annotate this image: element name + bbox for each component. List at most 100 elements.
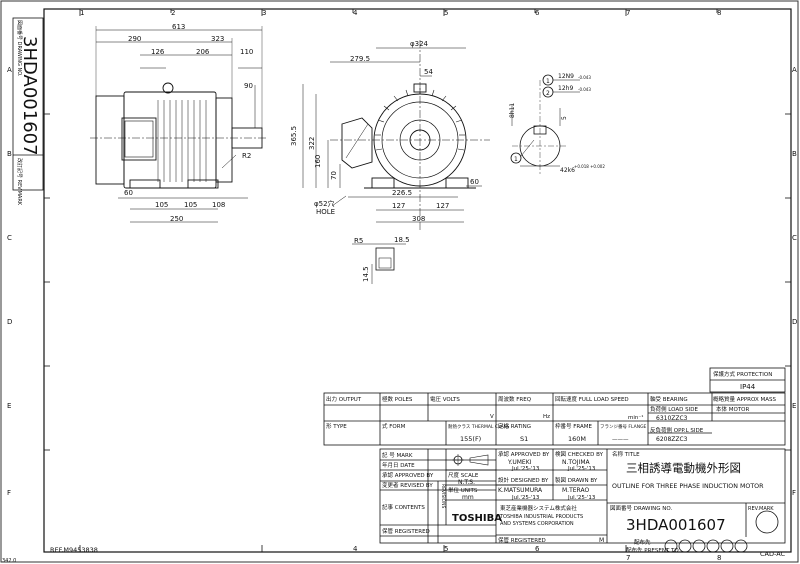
vertical-no-label: 図面番号 DRAWING NO. (16, 20, 23, 77)
dim-127-b: 127 (436, 202, 449, 210)
thermal-label: 耐熱クラス THERMAL CLASS (448, 423, 510, 430)
drawing-no-label: 図面番号 DRAWING NO. (610, 505, 672, 512)
row-label-a-right: A (792, 66, 797, 74)
toshiba-logo: TOSHIBA (452, 513, 502, 524)
vertical-rev-label: 改訂記号 REV.MARK (16, 158, 23, 206)
load-side-label: 負荷側 LOAD SIDE (650, 405, 698, 413)
date-label: 年月日 DATE (382, 461, 415, 469)
scale-value: N.T.S. (458, 479, 475, 486)
drawn-label: 製図 DRAWN BY (555, 476, 598, 484)
checked-by-name: N.TOJIMA (562, 459, 590, 466)
dim-290: 290 (128, 35, 141, 43)
col-label-5b: 5 (444, 545, 448, 553)
present-to-circles (664, 539, 748, 553)
callout-1-top (542, 74, 554, 86)
row-label-e: E (7, 402, 11, 410)
present-to-label: 配布先 PRESENT TO (626, 546, 679, 554)
col-label-1: 1 (80, 9, 84, 17)
units-value: mm (462, 494, 474, 501)
row-label-c-right: C (792, 234, 797, 242)
checked-by-date: Jul.'25-'13 (567, 466, 596, 472)
col-label-6: 6 (535, 9, 540, 17)
m-mark: M (599, 537, 604, 544)
protection-label: 保護方式 PROTECTION (713, 370, 772, 378)
approved-by-name: Y.UMEKI (507, 459, 532, 466)
foot-detail (352, 243, 406, 284)
flange-label: フランジ番号 FLANGE (600, 423, 647, 430)
col-label-7b: 7 (626, 554, 630, 562)
dim-54: 54 (424, 68, 433, 76)
present-to-label-jp: 配布先 (634, 538, 651, 546)
output-label: 出力 OUTPUT (326, 395, 362, 403)
contents-label: 記事 CONTENTS (382, 503, 425, 511)
dim-250: 250 (170, 215, 183, 223)
units-label: 単位 UNITS (448, 486, 478, 494)
revisions-label: REVISIONS (440, 484, 446, 508)
col-label-7: 7 (626, 9, 630, 17)
rev-mark-label: REV.MARK (748, 506, 774, 512)
dim-42k6-tolerance: +0.018 +0.002 (574, 164, 605, 169)
checked-label: 検図 CHECKED BY (555, 450, 604, 458)
col-label-2: 2 (171, 9, 175, 17)
eyebolt-side (162, 82, 174, 94)
flange-value: ——— (612, 437, 629, 443)
dim-18-5: 18.5 (394, 236, 410, 244)
title-block (379, 448, 786, 544)
designed-by-date: Jul.'25-'13 (511, 495, 540, 501)
dim-105-b: 105 (184, 201, 197, 209)
dim-105-a: 105 (155, 201, 168, 209)
dim-160: 160 (314, 155, 322, 168)
col-label-4b: 4 (353, 545, 358, 553)
ref-number: REF.M9453838 (50, 546, 98, 554)
body-label: 本体 MOTOR (716, 405, 750, 413)
terminal-box (121, 117, 157, 161)
frame-value: 160M (568, 435, 586, 443)
bottom-left-tag: 342.0 (2, 558, 16, 564)
speed-unit: min⁻¹ (628, 414, 643, 421)
dim-r2: R2 (242, 152, 251, 160)
dim-r5: R5 (354, 237, 363, 245)
drawn-by-name: M.TERAO (562, 487, 589, 494)
dim-322: 322 (308, 137, 316, 150)
col-label-8: 8 (717, 9, 721, 17)
key-2: 12h9 (558, 85, 573, 92)
volts-label: 電圧 VOLTS (430, 396, 460, 403)
sheet-frame (43, 8, 792, 553)
thermal-value: 155(F) (460, 435, 481, 443)
registered-label: 保管 REGISTERED (382, 527, 430, 535)
rating-value: S1 (520, 435, 528, 443)
callout-1-top-label: 1 (546, 78, 550, 85)
dim-90: 90 (244, 82, 253, 90)
key-1-tolerance: -0.043 (578, 75, 591, 80)
title-en: OUTLINE FOR THREE PHASE INDUCTION MOTOR (612, 483, 764, 490)
dim-60-front: 60 (470, 178, 479, 186)
scale-label: 尺度 SCALE (448, 471, 479, 479)
front-fins (375, 88, 465, 151)
dim-108: 108 (212, 201, 225, 209)
freq-label: 周波数 FREQ (498, 395, 532, 403)
mass-label: 概略質量 APPROX MASS (713, 395, 776, 403)
front-view (302, 40, 490, 232)
dim-60-side: 60 (124, 189, 133, 197)
callout-2 (542, 86, 554, 98)
poles-label: 極数 POLES (382, 395, 413, 403)
name-label: 名称 TITLE (612, 450, 640, 458)
row-label-c: C (7, 234, 12, 242)
col-label-6b: 6 (535, 545, 540, 553)
form-label: 式 FORM (382, 422, 406, 430)
dim-5: 5 (561, 116, 568, 120)
volts-unit: V (490, 414, 494, 420)
dim-324: φ324 (410, 40, 429, 48)
key-1: 12N9 (558, 73, 574, 80)
vertical-number-box (12, 17, 44, 191)
dim-70: 70 (330, 171, 338, 180)
approved-by-date: Jul.'25-'13 (511, 466, 540, 472)
callout-1-bottom-label: 1 (514, 156, 518, 163)
drawing-number: 3HDA001607 (626, 516, 726, 534)
dim-42k6: 42k6 (560, 167, 575, 174)
company-en-2: AND SYSTEMS CORPORATION (500, 521, 574, 527)
vertical-drawing-number: 3HDA001607 (19, 36, 40, 156)
dim-126: 126 (151, 48, 165, 56)
dim-110: 110 (240, 48, 253, 56)
